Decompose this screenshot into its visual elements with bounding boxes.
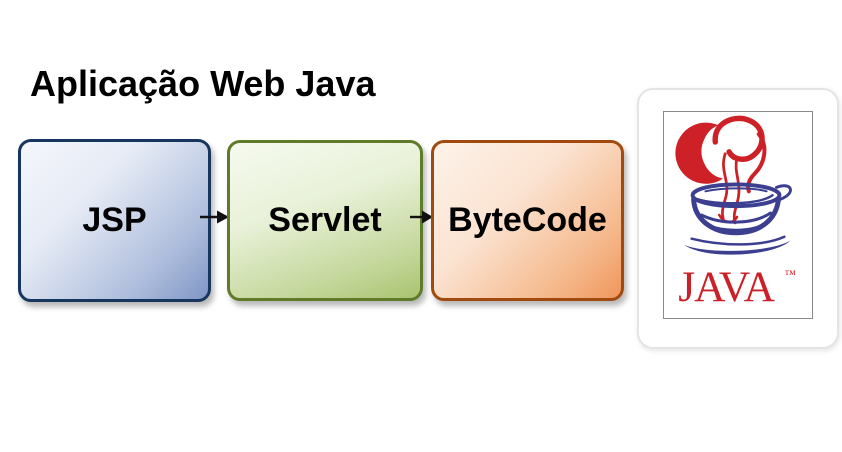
java-saucer (683, 240, 791, 255)
arrow-right-icon (200, 210, 229, 224)
flow-node-servlet: Servlet (227, 140, 423, 301)
flow-node-bytecode: ByteCode (431, 140, 624, 301)
java-logo: JAVA ™ (675, 115, 796, 311)
flow-node-jsp-label: JSP (82, 201, 147, 239)
java-cup-rim-swirl (704, 187, 768, 193)
java-cup-rim (690, 182, 782, 209)
java-saucer-swirl (690, 235, 786, 246)
java-cup-body (691, 196, 781, 236)
flow-node-jsp: JSP (18, 139, 211, 302)
java-cup-rim-swirl (775, 184, 792, 201)
java-logo-frame: JAVA ™ (663, 111, 813, 319)
java-steam-swirl (712, 115, 765, 162)
java-wordmark: JAVA (678, 263, 775, 311)
flow-node-servlet-label: Servlet (268, 201, 382, 239)
java-trademark: ™ (784, 267, 796, 281)
java-cup-rim-swirl (696, 194, 774, 205)
diagram-title: Aplicação Web Java (30, 63, 376, 104)
java-steam-crescent (675, 122, 724, 184)
java-cup-body-swirl (706, 222, 766, 232)
java-steam-strand (746, 132, 767, 194)
flow-node-bytecode-label: ByteCode (448, 201, 607, 239)
java-steam-strand (732, 156, 741, 225)
arrow-right-icon (410, 210, 433, 224)
java-logo-card: JAVA ™ (637, 88, 839, 349)
java-cup-body-swirl (700, 211, 773, 224)
java-steam-strand (721, 152, 729, 221)
